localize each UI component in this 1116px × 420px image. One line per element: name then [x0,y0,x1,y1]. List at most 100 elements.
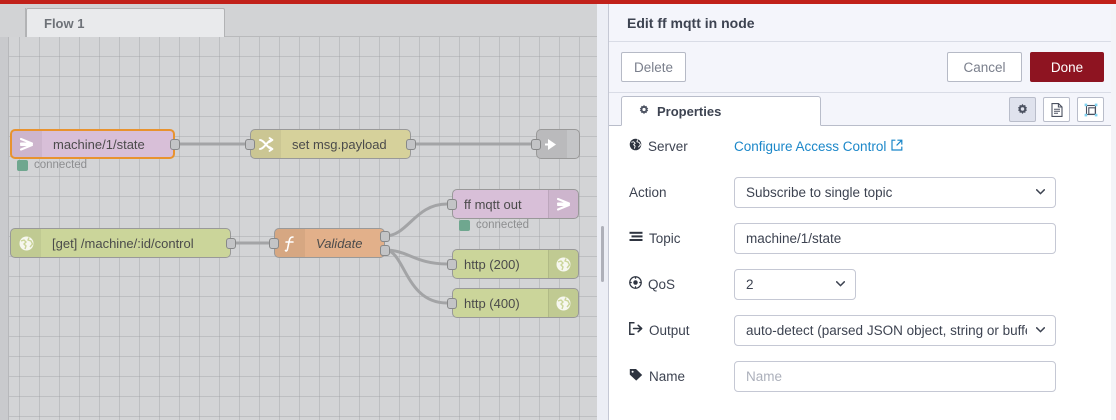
field-label-qos: QoS [629,276,734,292]
status-text: connected [34,159,88,171]
status-dot [459,219,470,231]
flow-node-http-400[interactable]: http (400) [452,288,579,318]
flow-node-label [567,130,579,158]
gear-icon [638,104,650,119]
port-output-1[interactable] [380,231,390,242]
port-input[interactable] [245,139,255,150]
field-row-action: Action Subscribe to single topic [629,176,1099,208]
tag-icon [629,368,643,384]
flow-node-label: Validate [316,235,363,251]
flow-canvas[interactable]: machine/1/state connected set msg.payloa… [0,37,597,420]
flow-node-http-200[interactable]: http (200) [452,249,579,279]
flow-node-mqtt-in[interactable]: machine/1/state [10,129,175,159]
globe-icon [11,229,41,257]
document-icon-button[interactable] [1043,97,1070,122]
chevron-down-icon [1036,327,1045,333]
link-text: Configure Access Control [734,138,887,154]
name-input[interactable]: Name [734,360,1056,392]
globe-icon [548,289,578,317]
dialog-tab-bar: Properties [609,93,1116,126]
output-select-value: auto-detect (parsed JSON object, string … [746,322,1027,338]
delete-button[interactable]: Delete [621,52,686,82]
tab-list-stub[interactable] [0,8,26,37]
function-icon [275,229,305,257]
mqtt-icon [548,190,578,218]
flow-node-function[interactable]: Validate [274,228,385,258]
canvas-left-gutter [0,37,9,420]
globe-icon [629,138,642,154]
flow-node-label: machine/1/state [53,136,145,152]
top-accent-bar [0,0,1116,4]
flow-tab-flow-1[interactable]: Flow 1 [26,8,225,38]
flow-node-label: http (400) [464,295,520,311]
status-text: connected [476,219,530,231]
port-output[interactable] [170,139,180,150]
node-status-mqtt-out: connected [459,219,529,231]
dialog-scrollbar[interactable] [1111,8,1116,420]
port-output[interactable] [406,139,416,150]
flow-node-mqtt-out[interactable]: ff mqtt out [452,189,579,219]
configure-access-control-link[interactable]: Configure Access Control [734,139,903,154]
node-properties-form: Server Configure Access Control Action [609,126,1116,419]
flow-tab-label: Flow 1 [44,16,85,31]
field-label-topic: Topic [629,231,734,246]
port-input[interactable] [447,259,457,270]
field-label-text: Action [629,184,667,200]
dialog-title: Edit ff mqtt in node [609,4,1116,42]
cancel-button[interactable]: Cancel [947,52,1022,82]
list-icon [629,231,643,246]
dialog-action-bar: Delete Cancel Done [609,42,1116,93]
debug-icon [537,130,567,158]
qos-select[interactable]: 2 [734,268,856,300]
port-output[interactable] [226,238,236,249]
wire-layer [175,142,531,305]
field-row-topic: Topic machine/1/state [629,222,1099,254]
port-output-2[interactable] [380,245,390,256]
flow-node-label: [get] /machine/:id/control [52,235,194,251]
flow-node-http-in[interactable]: [get] /machine/:id/control [10,228,231,258]
port-input[interactable] [531,139,541,150]
appearance-icon-button[interactable] [1077,97,1104,122]
port-input[interactable] [447,298,457,309]
field-label-text: Topic [649,230,681,246]
chevron-down-icon [1036,189,1045,195]
tab-properties[interactable]: Properties [621,96,821,126]
port-input[interactable] [447,199,457,210]
shuffle-icon [251,130,281,158]
divider-grip[interactable] [601,226,604,282]
panel-divider[interactable] [597,4,608,420]
flow-node-debug[interactable] [536,129,580,159]
target-icon [629,276,642,292]
field-label-text: QoS [648,276,676,292]
field-label-server: Server [629,138,734,154]
chevron-down-icon [836,281,845,287]
field-row-output: Output auto-detect (parsed JSON object, … [629,314,1099,346]
action-select[interactable]: Subscribe to single topic [734,176,1056,208]
field-label-name: Name [629,368,734,384]
field-row-qos: QoS 2 [629,268,1099,300]
field-label-text: Output [649,322,690,338]
tab-properties-label: Properties [657,103,722,119]
done-button[interactable]: Done [1030,52,1104,82]
field-label-action: Action [629,185,734,200]
flow-workspace: Flow 1 [0,4,597,420]
output-select[interactable]: auto-detect (parsed JSON object, string … [734,314,1056,346]
field-label-output: Output [629,322,734,338]
flow-tab-bar: Flow 1 [0,4,597,38]
mqtt-icon [12,131,42,157]
status-dot [17,159,28,171]
edit-node-dialog: Edit ff mqtt in node Delete Cancel Done … [608,4,1116,420]
flow-node-label: set msg.payload [292,136,387,152]
field-row-server: Server Configure Access Control [629,132,1099,160]
node-status-mqtt-in: connected [17,159,87,171]
port-input[interactable] [269,238,279,249]
topic-input[interactable]: machine/1/state [734,222,1056,254]
gear-icon-button[interactable] [1009,97,1036,122]
flow-node-change[interactable]: set msg.payload [250,129,411,159]
field-row-name: Name Name [629,360,1099,392]
action-select-value: Subscribe to single topic [746,184,893,200]
field-label-text: Server [648,138,688,154]
flow-node-label: ff mqtt out [464,196,522,212]
globe-icon [548,250,578,278]
